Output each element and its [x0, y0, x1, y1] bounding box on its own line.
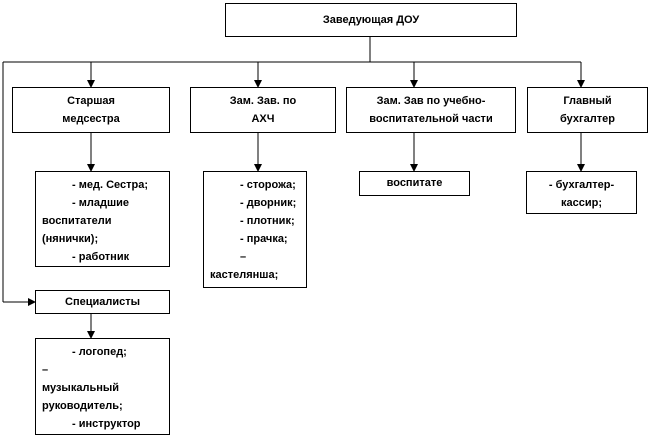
senior-nurse-title: медсестра [62, 113, 120, 125]
chief-accountant-box: Главный бухгалтер [527, 87, 648, 133]
staff-item: руководитель; [42, 400, 123, 412]
staff-item: - младшие [72, 197, 129, 209]
staff-item: - мед. Сестра; [72, 179, 148, 191]
staff-item: - работник [72, 251, 130, 263]
deputy-ahch-title: Зам. Зав. по [229, 95, 297, 107]
specialists-box: Специалисты [35, 290, 170, 314]
staff-item: - прачка; [240, 233, 288, 245]
deputy-ahch-title: АХЧ [251, 113, 275, 125]
deputy-edu-title: воспитательной части [369, 113, 493, 125]
chief-accountant-title: бухгалтер [560, 113, 615, 125]
staff-item: - сторожа; [240, 179, 296, 191]
head-label: Заведующая ДОУ [322, 14, 420, 26]
deputy-ahch-staff-box: - сторожа; - дворник; - плотник; - прачк… [203, 171, 307, 288]
staff-item: музыкальный [42, 382, 119, 394]
deputy-ahch-box: Зам. Зав. по АХЧ [190, 87, 336, 133]
deputy-edu-staff-box: воспитате [359, 171, 470, 196]
staff-item: – [240, 251, 247, 263]
staff-item: - бухгалтер- [548, 179, 615, 191]
chief-accountant-title: Главный [563, 95, 612, 107]
specialists-title: Специалисты [65, 296, 140, 308]
staff-item: - дворник; [240, 197, 297, 209]
staff-item: (нянички); [42, 233, 99, 245]
staff-item: воспитате [386, 177, 443, 189]
deputy-edu-box: Зам. Зав по учебно- воспитательной части [346, 87, 516, 133]
staff-item: - инструктор [72, 418, 141, 430]
staff-item: - логопед; [72, 346, 127, 358]
deputy-edu-title: Зам. Зав по учебно- [376, 95, 486, 107]
chief-accountant-staff-box: - бухгалтер- кассир; [526, 171, 637, 214]
staff-item: кассир; [560, 197, 602, 209]
senior-nurse-staff-box: - мед. Сестра; - младшие воспитатели (ня… [35, 171, 170, 267]
staff-item: кастелянша; [210, 269, 279, 281]
senior-nurse-title: Старшая [67, 95, 115, 107]
specialists-staff-box: - логопед; – музыкальный руководитель; -… [35, 338, 170, 435]
staff-item: воспитатели [42, 215, 112, 227]
senior-nurse-box: Старшая медсестра [12, 87, 170, 133]
head-box: Заведующая ДОУ [225, 3, 517, 37]
staff-item: - плотник; [240, 215, 295, 227]
staff-item: – [42, 364, 49, 376]
